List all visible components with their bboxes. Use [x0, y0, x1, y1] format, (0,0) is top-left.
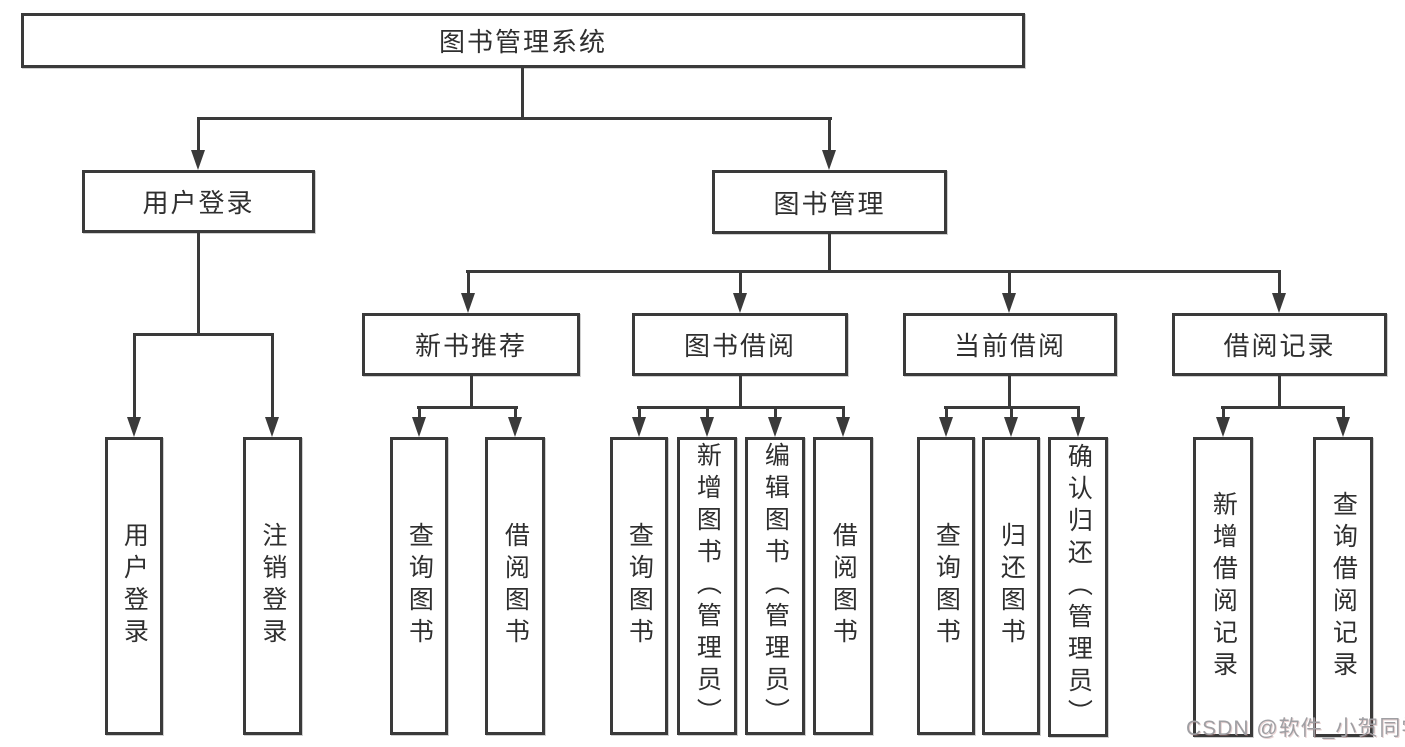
- node-label: 新书推荐: [414, 331, 527, 361]
- connector-vline: [133, 333, 136, 419]
- connector-hline: [197, 117, 832, 120]
- leaf-query-borrow-record: 查询借阅记录: [1313, 437, 1373, 737]
- node-label: 图书管理系统: [438, 27, 607, 57]
- arrow-down-icon: [1272, 293, 1286, 313]
- node-label: 编辑图书（管理员）: [761, 442, 790, 730]
- node-current-borrowing: 当前借阅: [903, 313, 1117, 376]
- connector-vline: [1278, 376, 1281, 409]
- arrow-down-icon: [461, 293, 475, 313]
- connector-vline: [1222, 406, 1225, 419]
- node-label: 用户登录: [142, 188, 255, 218]
- arrow-down-icon: [1216, 417, 1230, 437]
- arrow-down-icon: [632, 417, 646, 437]
- connector-vline: [521, 68, 524, 119]
- connector-vline: [514, 406, 517, 419]
- node-label: 借阅图书: [501, 522, 530, 650]
- connector-vline: [774, 406, 777, 419]
- connector-vline: [1278, 270, 1281, 295]
- connector-vline: [470, 376, 473, 409]
- node-label: 查询图书: [932, 522, 961, 650]
- connector-hline: [1221, 406, 1345, 409]
- watermark: CSDN @软件_小贺同学: [1186, 717, 1405, 740]
- connector-hline: [417, 406, 518, 409]
- node-library-management-system: 图书管理系统: [21, 13, 1025, 68]
- arrow-down-icon: [412, 417, 426, 437]
- connector-vline: [1342, 406, 1345, 419]
- node-label: 用户登录: [120, 522, 149, 650]
- arrow-down-icon: [265, 417, 279, 437]
- node-label: 查询借阅记录: [1329, 491, 1358, 683]
- node-new-book-recommendation: 新书推荐: [362, 313, 580, 376]
- connector-vline: [828, 234, 831, 273]
- connector-hline: [133, 333, 274, 336]
- node-label: 借阅图书: [829, 522, 858, 650]
- arrow-down-icon: [1336, 417, 1350, 437]
- connector-vline: [271, 333, 274, 419]
- node-label: 注销登录: [258, 522, 287, 650]
- arrow-down-icon: [127, 417, 141, 437]
- node-label: 当前借阅: [953, 331, 1066, 361]
- node-label: 借阅记录: [1223, 331, 1336, 361]
- leaf-logout: 注销登录: [243, 437, 302, 735]
- arrow-down-icon: [822, 150, 836, 170]
- connector-vline: [739, 376, 742, 409]
- arrow-down-icon: [1002, 293, 1016, 313]
- node-book-management: 图书管理: [712, 170, 947, 234]
- connector-vline: [1008, 376, 1011, 409]
- leaf-query-books-borrowing: 查询图书: [610, 437, 668, 735]
- leaf-return-books: 归还图书: [982, 437, 1040, 735]
- leaf-borrow-books: 借阅图书: [813, 437, 873, 735]
- connector-vline: [945, 406, 948, 419]
- node-user-login: 用户登录: [82, 170, 315, 233]
- arrow-down-icon: [1071, 417, 1085, 437]
- node-label: 查询图书: [625, 522, 654, 650]
- arrow-down-icon: [733, 293, 747, 313]
- connector-vline: [467, 270, 470, 295]
- node-book-borrowing: 图书借阅: [632, 313, 848, 376]
- node-label: 新增借阅记录: [1209, 491, 1238, 683]
- node-label: 新增图书（管理员）: [693, 442, 722, 730]
- leaf-add-borrow-record: 新增借阅记录: [1193, 437, 1253, 737]
- node-borrowing-records: 借阅记录: [1172, 313, 1387, 376]
- connector-vline: [1008, 270, 1011, 295]
- leaf-user-login: 用户登录: [105, 437, 163, 735]
- node-label: 确认归还（管理员）: [1064, 443, 1093, 731]
- leaf-query-books-recommend: 查询图书: [390, 437, 448, 735]
- connector-vline: [1010, 406, 1013, 419]
- arrow-down-icon: [1004, 417, 1018, 437]
- connector-vline: [842, 406, 845, 419]
- arrow-down-icon: [836, 417, 850, 437]
- connector-hline: [466, 270, 1280, 273]
- connector-hline: [637, 406, 845, 409]
- node-label: 图书借阅: [683, 331, 796, 361]
- arrow-down-icon: [939, 417, 953, 437]
- arrow-down-icon: [768, 417, 782, 437]
- leaf-confirm-return-admin: 确认归还（管理员）: [1048, 437, 1108, 737]
- connector-vline: [418, 406, 421, 419]
- connector-vline: [1077, 406, 1080, 419]
- node-label: 查询图书: [405, 522, 434, 650]
- connector-vline: [706, 406, 709, 419]
- connector-vline: [739, 270, 742, 295]
- arrow-down-icon: [191, 150, 205, 170]
- leaf-add-book-admin: 新增图书（管理员）: [677, 437, 737, 735]
- leaf-edit-book-admin: 编辑图书（管理员）: [745, 437, 805, 735]
- connector-vline: [197, 117, 200, 152]
- connector-vline: [197, 233, 200, 336]
- node-label: 图书管理: [773, 188, 886, 219]
- connector-vline: [828, 117, 831, 152]
- leaf-borrow-books-recommend: 借阅图书: [485, 437, 545, 735]
- connector-vline: [638, 406, 641, 419]
- arrow-down-icon: [508, 417, 522, 437]
- node-label: 归还图书: [997, 522, 1026, 650]
- leaf-query-books-current: 查询图书: [917, 437, 975, 735]
- arrow-down-icon: [700, 417, 714, 437]
